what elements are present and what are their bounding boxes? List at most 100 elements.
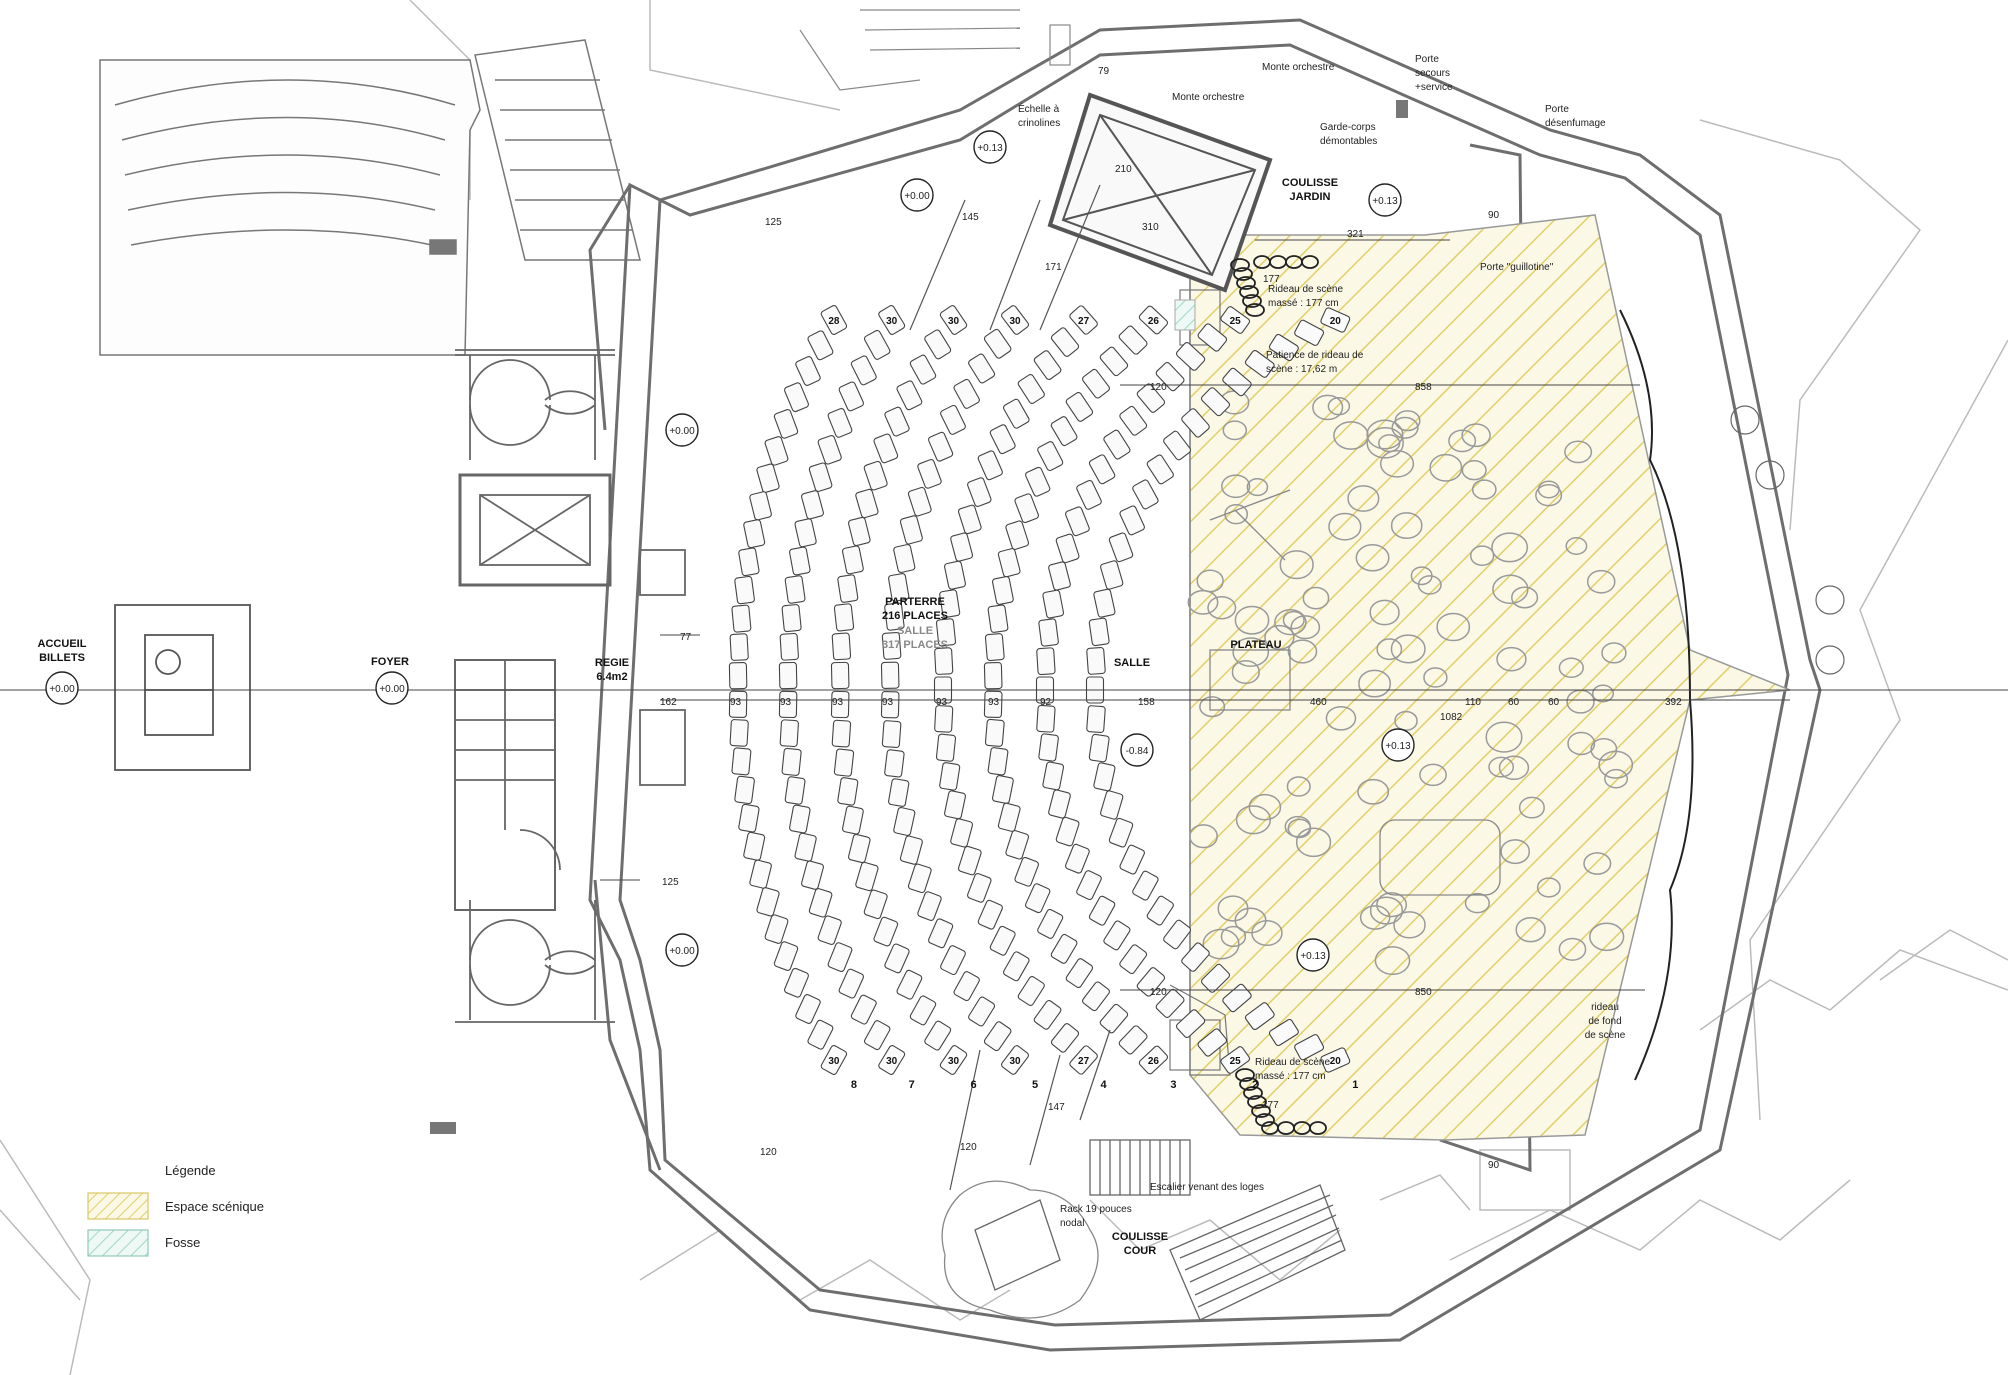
seat [863, 460, 888, 491]
seat [789, 546, 811, 576]
seat [801, 860, 824, 890]
seat [909, 995, 937, 1026]
seat [1050, 327, 1080, 357]
parterre-label-1: PARTERRE [885, 596, 945, 608]
seat [989, 424, 1016, 455]
seat [830, 690, 850, 719]
seat [833, 603, 855, 632]
curtain-fold [1239, 285, 1259, 299]
seat [939, 762, 961, 791]
seat [1055, 816, 1080, 847]
stage-prop [1251, 920, 1283, 946]
seat [817, 434, 842, 465]
seat [1005, 520, 1030, 550]
stage-prop [1471, 479, 1497, 500]
stage-prop [1279, 550, 1314, 580]
seat [1099, 346, 1129, 377]
row-end-seat-bottom: 25 [1230, 1056, 1242, 1067]
seat [1065, 391, 1094, 422]
seat [764, 436, 789, 466]
stage-prop [1282, 610, 1305, 630]
curtain-fold [1242, 294, 1262, 308]
rack-label-1: Rack 19 pouces [1060, 1204, 1132, 1215]
seat [1244, 349, 1275, 378]
seat [968, 353, 996, 384]
stage-prop [1485, 721, 1523, 753]
stage-prop [1327, 397, 1351, 416]
dim-171: 171 [1045, 262, 1062, 273]
seat [1088, 454, 1116, 485]
accueil-label-2: BILLETS [39, 652, 85, 664]
salle-label: SALLE [1114, 657, 1150, 669]
seat [863, 889, 888, 920]
dim-177-bottom: 177 [1262, 1100, 1279, 1111]
seat [880, 661, 900, 689]
seat [841, 545, 864, 575]
patience-label-1: Patience de rideau de [1266, 350, 1364, 361]
seat [944, 790, 966, 820]
seat [1100, 560, 1124, 590]
stage-prop [1589, 922, 1625, 952]
echelle-label-1: Échelle à [1018, 102, 1060, 115]
seat [850, 994, 877, 1025]
seat [831, 632, 852, 661]
seat [830, 661, 850, 690]
seat [1320, 1047, 1351, 1073]
stage-prop [1566, 689, 1595, 714]
legend-item-fosse: Fosse [165, 1235, 200, 1250]
seat [1320, 307, 1351, 333]
seat [781, 747, 802, 776]
seat [801, 490, 824, 520]
seat [1294, 1034, 1325, 1061]
seat [983, 690, 1003, 718]
row-end-seat-bottom: 26 [1148, 1056, 1160, 1067]
dim-850: 850 [1415, 987, 1432, 998]
seat [784, 967, 809, 998]
seat [1181, 942, 1210, 972]
seat [728, 690, 748, 718]
seat [837, 574, 859, 603]
seat [773, 941, 799, 971]
stage-prop [1491, 532, 1529, 563]
stage-prop [1374, 946, 1411, 976]
orchestra-props [1187, 390, 1634, 976]
coulisse-cour-label-2: COUR [1124, 1245, 1156, 1257]
seat [997, 548, 1021, 578]
dim-row-5: 93 [988, 697, 1000, 708]
row-number: 7 [909, 1079, 915, 1091]
seat [1014, 856, 1039, 887]
seat [1119, 944, 1148, 975]
seat [1118, 1025, 1148, 1055]
seat [1050, 1023, 1080, 1053]
stage-prop [1376, 638, 1403, 661]
seat [738, 803, 760, 833]
stage-prop [1410, 566, 1433, 586]
seat [827, 942, 853, 972]
dim-321: 321 [1347, 229, 1364, 240]
row-end-seat-bottom: 30 [886, 1056, 898, 1067]
row-end-seat-top: 20 [1330, 316, 1342, 327]
seat [1155, 988, 1185, 1018]
legend-item-stage: Espace scénique [165, 1199, 264, 1214]
seat [924, 1020, 952, 1051]
fosse-area [1174, 299, 1196, 331]
patience-label-2: scène : 17,62 m [1266, 364, 1337, 375]
seat [953, 971, 980, 1002]
dim-60a: 60 [1508, 697, 1520, 708]
stage-prop [1358, 669, 1391, 698]
stage-prop [1492, 574, 1529, 605]
rideau-fond-label-1: rideau [1591, 1002, 1619, 1013]
row-end-seat-top: 25 [1230, 316, 1242, 327]
plateau-fixtures [1209, 489, 1501, 896]
dim-79: 79 [1098, 66, 1110, 77]
stage-prop [1379, 449, 1415, 478]
stage-prop [1355, 544, 1390, 572]
seat [1119, 505, 1145, 536]
seat [817, 915, 842, 946]
seat [1082, 981, 1110, 1012]
seat [1146, 895, 1174, 926]
stage-prop [1496, 646, 1527, 672]
seat [884, 749, 905, 778]
